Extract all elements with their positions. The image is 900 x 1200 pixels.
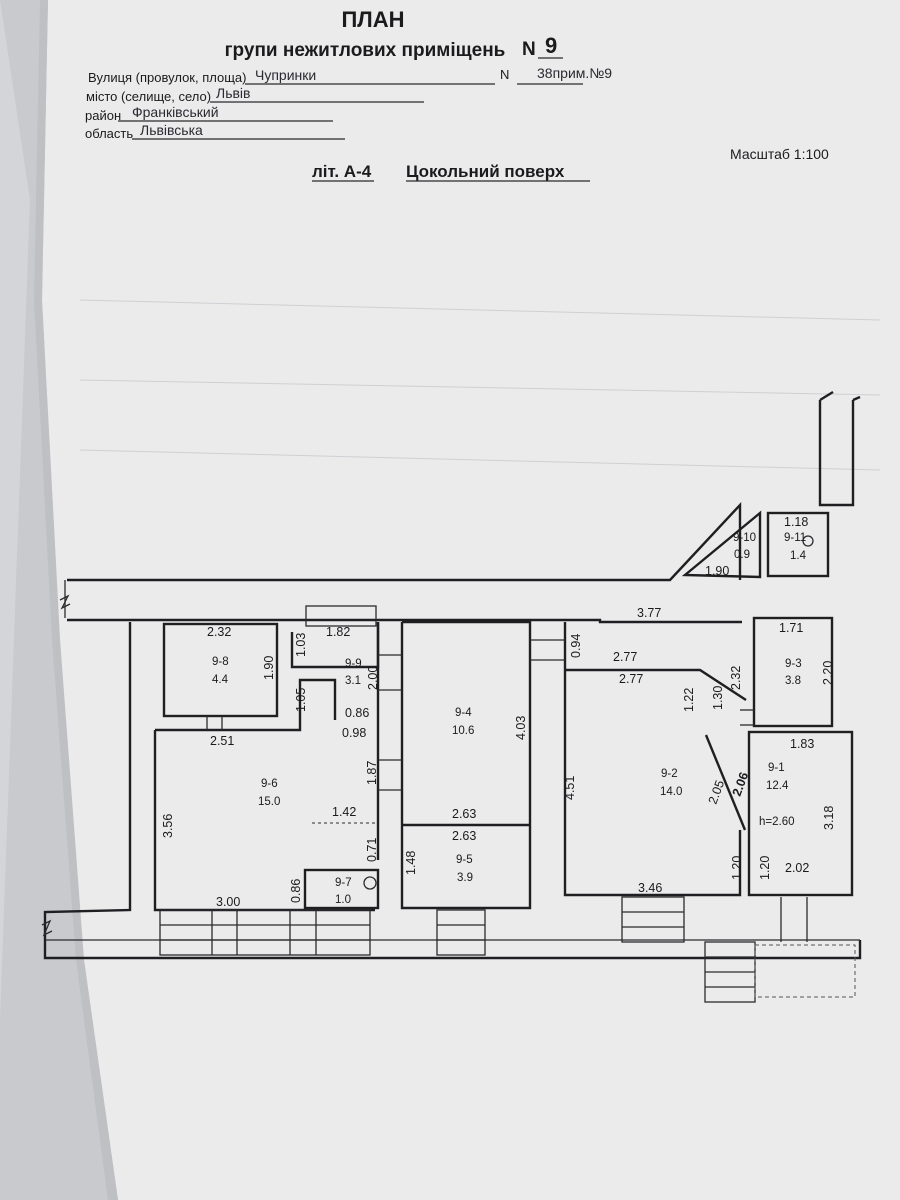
- group-number: 9: [545, 33, 557, 58]
- house-number: 38прим.№9: [537, 65, 612, 81]
- city-value: Львів: [216, 85, 250, 101]
- dimension: 1.20: [758, 856, 772, 880]
- dimension: 2.77: [613, 650, 637, 664]
- dimension: 2.77: [619, 672, 643, 686]
- toilet-fixture-icon: [363, 876, 377, 890]
- room-id: 9-5: [456, 854, 473, 866]
- plan-title: ПЛАН: [341, 7, 404, 32]
- sink-fixture-icon: [802, 535, 814, 547]
- room-area: 3.1: [345, 675, 361, 687]
- dimension: 0.71: [365, 838, 379, 862]
- dimension: 3.00: [216, 895, 240, 909]
- dimension: 0.86: [345, 706, 369, 720]
- room-id: 9-4: [455, 707, 472, 719]
- room-id: 9-7: [335, 877, 352, 889]
- district-value: Франківський: [132, 104, 219, 120]
- room-id: 9-3: [785, 658, 802, 670]
- dimension: 1.03: [294, 633, 308, 657]
- dimension: 1.42: [332, 805, 356, 819]
- room-id: 9-6: [261, 778, 278, 790]
- room-id: 9-11: [784, 532, 806, 544]
- room-area: 1.0: [335, 894, 351, 906]
- paper-sheet: [42, 0, 900, 1200]
- dimension: 1.18: [784, 515, 808, 529]
- room-id: 9-2: [661, 768, 678, 780]
- dimension: 2.02: [785, 861, 809, 875]
- dimension: 0.94: [569, 634, 583, 658]
- room-id: 9-8: [212, 656, 229, 668]
- dimension: 2.20: [821, 661, 835, 685]
- room-id: 9-1: [768, 762, 785, 774]
- dimension: 1.48: [404, 851, 418, 875]
- dimension: 1.83: [790, 737, 814, 751]
- dimension: 1.05: [294, 688, 308, 712]
- dimension: 2.63: [452, 829, 476, 843]
- dimension: 0.98: [342, 726, 366, 740]
- dimension: 4.51: [563, 776, 577, 800]
- building-walls: [41, 390, 862, 1003]
- dimension: 1.82: [326, 625, 350, 639]
- room-area: 12.4: [766, 780, 789, 792]
- region-value: Львівська: [140, 122, 203, 138]
- room-id: 9-10: [733, 532, 756, 544]
- house-n-label: N: [500, 67, 509, 82]
- district-label: район: [85, 108, 121, 123]
- dimension: 0.86: [289, 879, 303, 903]
- dimension: 2.32: [729, 666, 743, 690]
- dimension: 1.30: [711, 686, 725, 710]
- room-area: 0.9: [734, 549, 750, 561]
- room-labels: 9-10 0.9 9-11 1.4 9-8 4.4 9-9 3.1 9-4 10…: [212, 532, 807, 906]
- dimension: 4.03: [514, 716, 528, 740]
- dimension: 1.90: [705, 564, 729, 578]
- room-id: 9-9: [345, 658, 362, 670]
- group-n-label: N: [522, 39, 536, 60]
- dimension: 1.22: [682, 688, 696, 712]
- room-area: 3.8: [785, 675, 801, 687]
- plan-subtitle: групи нежитлових приміщень: [225, 40, 506, 61]
- region-label: область: [85, 126, 133, 141]
- dimension: 3.46: [638, 881, 662, 895]
- room-area: 15.0: [258, 796, 280, 808]
- dimension: 1.20: [730, 856, 744, 880]
- room-area: 4.4: [212, 674, 229, 686]
- dimension: 3.18: [822, 806, 836, 830]
- dimension: 3.56: [161, 814, 175, 838]
- room-area: 3.9: [457, 872, 473, 884]
- scale-label: Масштаб 1:100: [730, 146, 829, 162]
- dimension: 2.51: [210, 734, 234, 748]
- dimension: 2.63: [452, 807, 476, 821]
- dimension: 1.87: [365, 761, 379, 785]
- lit-label: літ. А-4: [312, 162, 372, 181]
- floor-label: Цокольний поверх: [406, 162, 565, 181]
- room-area: 14.0: [660, 786, 682, 798]
- dimension: 3.77: [637, 606, 661, 620]
- street-label: Вулиця (провулок, площа): [88, 70, 246, 85]
- city-label: місто (селище, село): [86, 89, 211, 104]
- dimension: 1.90: [262, 656, 276, 680]
- room-area: 10.6: [452, 725, 474, 737]
- dimension: 2.00: [366, 666, 380, 690]
- street-value: Чупринки: [255, 67, 316, 83]
- room-area: 1.4: [790, 550, 807, 562]
- dimension: 2.32: [207, 625, 231, 639]
- dimension: 1.71: [779, 621, 803, 635]
- height-note: h=2.60: [759, 816, 795, 828]
